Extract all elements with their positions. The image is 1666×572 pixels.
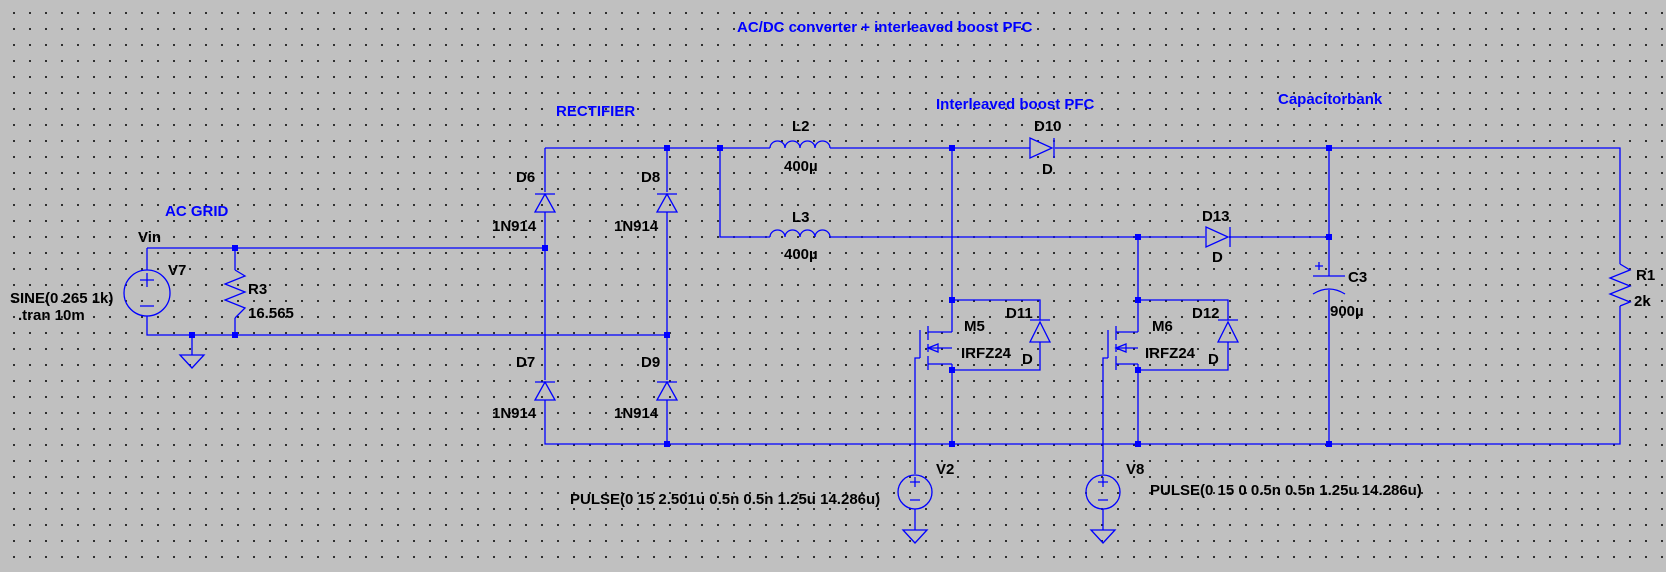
page-title: AC/DC converter + interleaved boost PFC [737,19,1033,36]
d12-name: D12 [1192,305,1220,322]
d6-name: D6 [516,169,535,186]
m6-model: IRFZ24 [1145,345,1196,362]
d12-model: D [1208,351,1219,368]
d9-model: 1N914 [614,405,659,422]
c3-value: 900µ [1330,303,1364,320]
v8-name: V8 [1126,461,1144,478]
source-v8[interactable] [1085,474,1121,510]
m5-name: M5 [964,318,985,335]
l2-value: 400µ [784,158,818,175]
junction-dot [1135,441,1141,447]
d13-model: D [1212,249,1223,266]
diode-d10[interactable] [1029,136,1055,160]
junction-dot [1326,234,1332,240]
c3-name: C3 [1348,269,1367,286]
junction-dot [717,145,723,151]
r3-value: 16.565 [248,305,294,322]
r3-name: R3 [248,281,267,298]
section-label-grid: AC GRID [165,203,229,220]
m5-model: IRFZ24 [961,345,1012,362]
d8-name: D8 [641,169,660,186]
diode-d11[interactable] [1028,319,1052,343]
d8-model: 1N914 [614,218,659,235]
section-label-boost: Interleaved boost PFC [936,96,1095,113]
junction-dot [232,245,238,251]
v7-value: SINE(0 265 1k) [10,290,113,307]
junction-dot [542,245,548,251]
d13-name: D13 [1202,208,1230,225]
l2-name: L2 [792,118,810,135]
junction-dot [664,441,670,447]
source-v2[interactable] [897,474,933,510]
junction-dot [1135,234,1141,240]
diode-d13[interactable] [1205,225,1231,249]
junction-dot [664,332,670,338]
junction-dot [1326,441,1332,447]
v2-value: PULSE(0 15 2.501u 0.5n 0.5n 1.25u 14.286… [570,491,880,508]
junction-dot [949,145,955,151]
source-v7[interactable] [123,269,171,317]
d9-name: D9 [641,354,660,371]
v7-directive: .tran 10m [18,307,85,324]
mosfet-m5[interactable] [919,300,953,370]
v8-value: PULSE(0 15 0 0.5n 0.5n 1.25u 14.286u) [1150,482,1422,499]
d10-model: D [1042,161,1053,178]
diode-d7[interactable] [533,380,557,401]
ground-symbol [901,529,929,544]
diode-d8[interactable] [655,192,679,213]
diode-d12[interactable] [1216,319,1240,343]
r1-name: R1 [1636,267,1655,284]
junction-dot [949,441,955,447]
r1-value: 2k [1634,293,1651,310]
inductor-l2[interactable] [769,140,831,149]
net-label-vin: Vin [138,229,161,246]
v2-name: V2 [936,461,954,478]
section-label-rectifier: RECTIFIER [556,103,635,120]
d11-model: D [1022,351,1033,368]
resistor-r1[interactable] [1608,263,1632,307]
d11-name: D11 [1006,305,1033,322]
v7-name: V7 [168,262,186,279]
junction-dot [232,332,238,338]
d7-name: D7 [516,354,535,371]
inductor-l3[interactable] [769,229,831,238]
diode-d9[interactable] [655,380,679,401]
d7-model: 1N914 [492,405,537,422]
mosfet-m6[interactable] [1107,300,1139,370]
junction-dot [189,332,195,338]
junction-dot [664,145,670,151]
m6-name: M6 [1152,318,1173,335]
wires [146,147,1621,530]
capacitor-c3[interactable] [1312,262,1346,295]
junctions [189,145,1332,447]
resistor-r3[interactable] [223,269,247,319]
ground-symbol [1089,529,1117,544]
ground-symbol [178,354,206,369]
d6-model: 1N914 [492,218,537,235]
l3-name: L3 [792,209,810,226]
l3-value: 400µ [784,246,818,263]
d10-name: D10 [1034,118,1062,135]
diode-d6[interactable] [533,192,557,213]
section-label-capbank: Capacitorbank [1278,91,1383,108]
junction-dot [1326,145,1332,151]
